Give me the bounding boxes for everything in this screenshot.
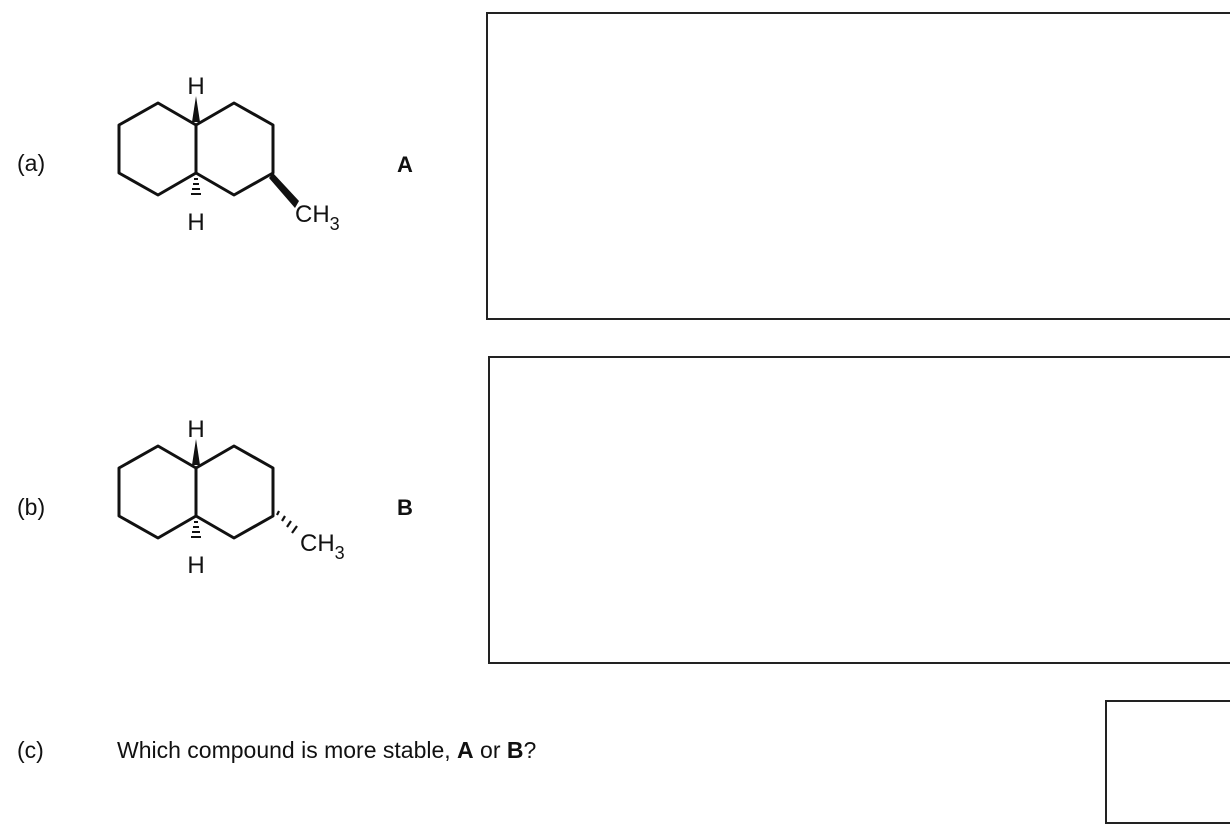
- part-a-label: (a): [17, 150, 46, 176]
- question-text: Which compound is more stable, A or B?: [117, 737, 536, 764]
- answer-box-c[interactable]: [1105, 700, 1230, 824]
- hashed-bond: [276, 510, 298, 534]
- compound-b-structure: H H CH3: [117, 416, 345, 579]
- question-prefix: Which compound is more stable,: [117, 737, 458, 763]
- h-top-label: H: [187, 73, 204, 100]
- wedge-bond: [192, 439, 200, 465]
- compound-a-letter: A: [397, 152, 413, 177]
- option-a: A: [457, 737, 474, 763]
- compound-b-letter: B: [397, 495, 413, 520]
- wedge-bond: [269, 173, 299, 208]
- part-b-label: (b): [17, 494, 46, 520]
- answer-box-b[interactable]: [488, 356, 1230, 664]
- answer-box-a[interactable]: [486, 12, 1230, 320]
- methyl-label: CH3: [295, 201, 340, 234]
- methyl-label: CH3: [300, 530, 345, 563]
- hashed-bond: [191, 521, 201, 538]
- hashed-bond: [191, 178, 201, 195]
- question-suffix: ?: [523, 737, 537, 763]
- h-bottom-label: H: [187, 552, 204, 579]
- option-b: B: [506, 737, 524, 763]
- question-middle: or: [473, 737, 507, 763]
- part-c-label: (c): [17, 737, 44, 763]
- h-bottom-label: H: [187, 209, 204, 236]
- h-top-label: H: [187, 416, 204, 443]
- compound-a-structure: H H CH3: [117, 73, 340, 236]
- wedge-bond: [192, 96, 200, 122]
